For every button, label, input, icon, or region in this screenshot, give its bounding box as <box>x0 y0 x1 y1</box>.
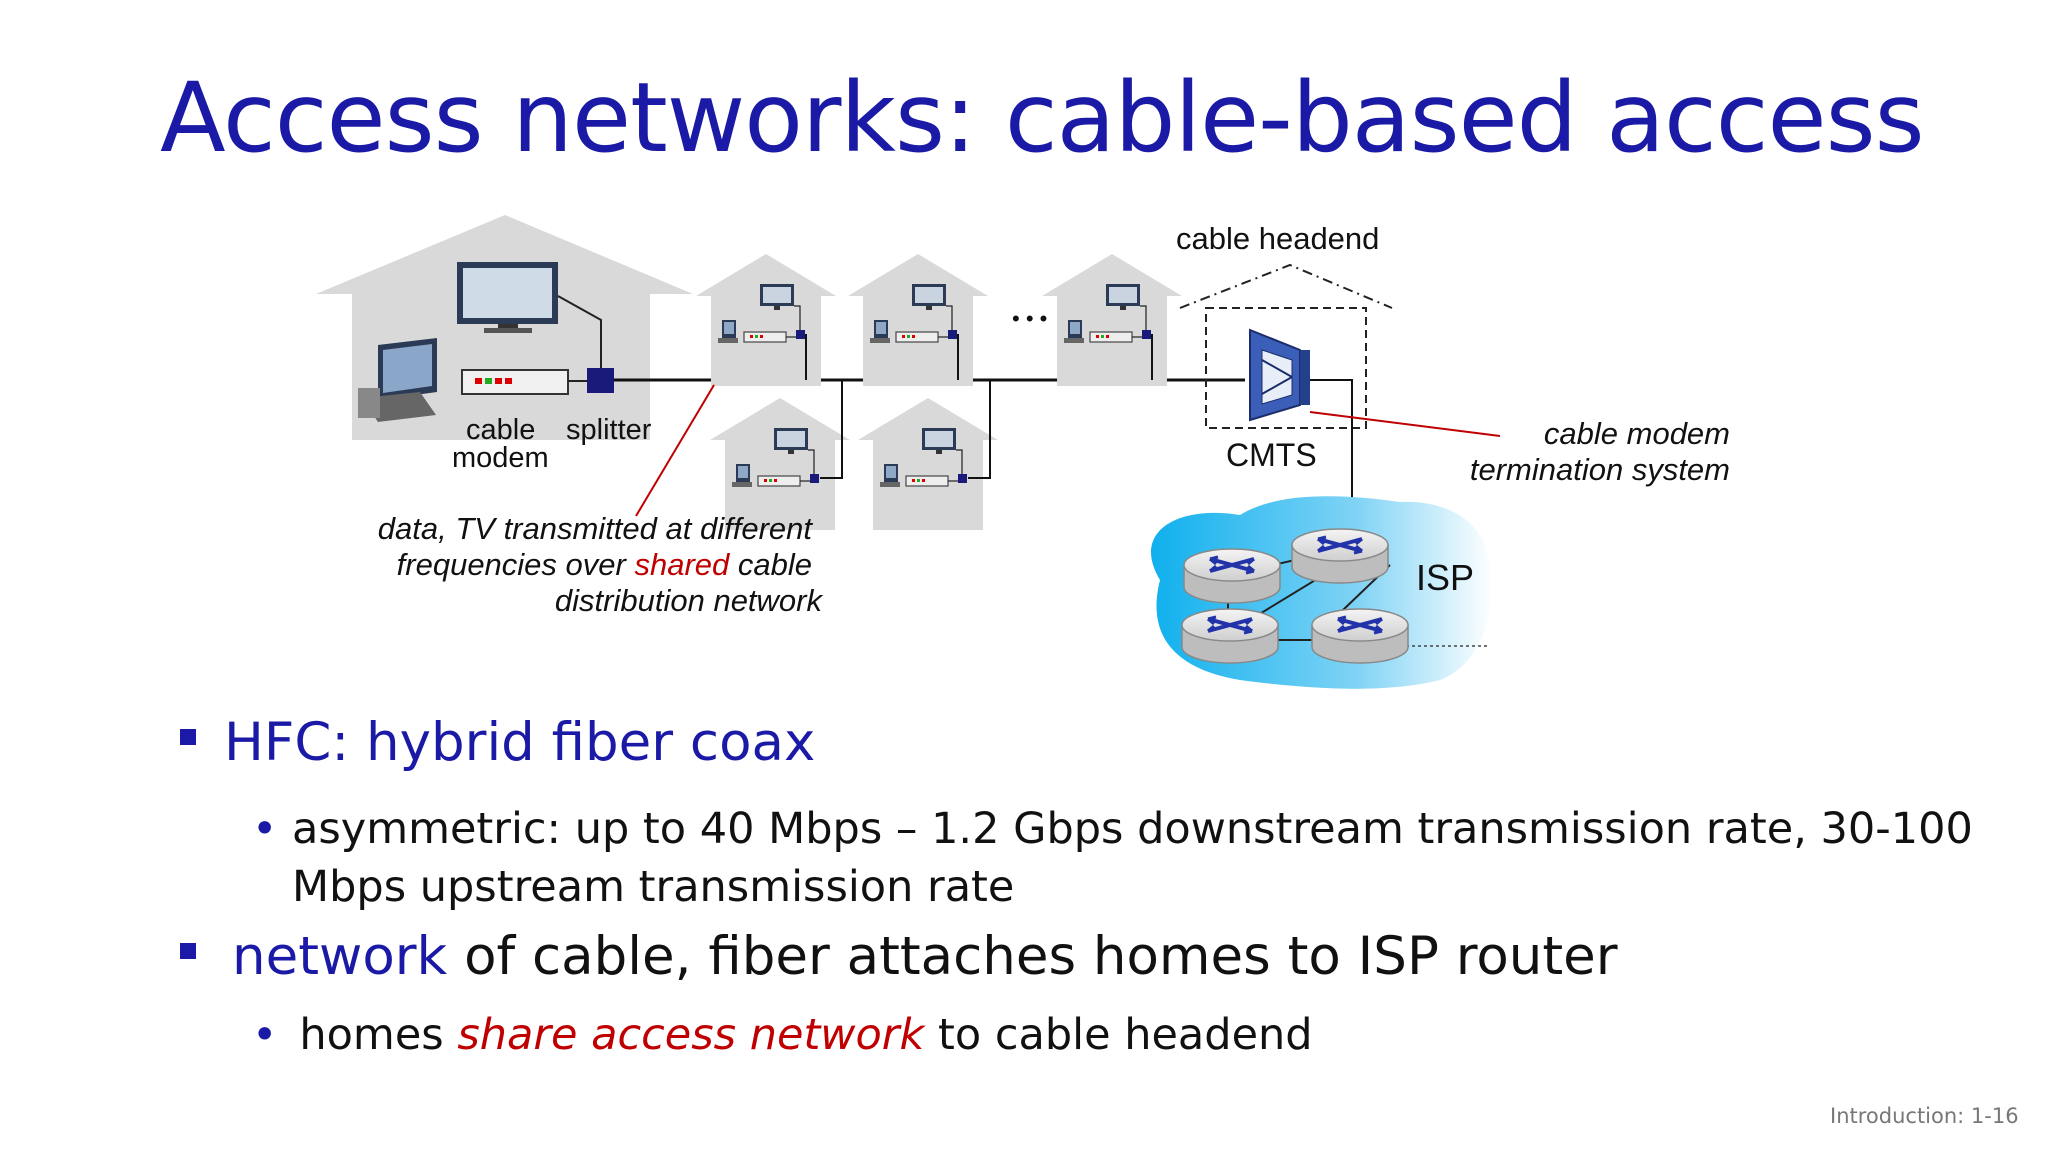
splitter-label: splitter <box>566 414 652 446</box>
cable-headend <box>1179 263 1393 429</box>
bullet-network: network of cable, fiber attaches homes t… <box>180 926 1618 987</box>
cmts-pointer-line <box>1309 411 1501 437</box>
router-icon <box>1182 547 1282 605</box>
square-bullet-icon <box>180 943 196 960</box>
bullet-homes-share: •homes share access network to cable hea… <box>252 1010 1313 1060</box>
computer-icon <box>358 338 437 422</box>
cmts-desc-line2: termination system <box>1470 452 1730 487</box>
splitter-icon <box>587 368 614 393</box>
router-icon <box>1290 527 1390 585</box>
cable-modem-icon <box>461 369 569 395</box>
router-icon <box>1310 607 1410 665</box>
note-line2: frequencies over shared cable <box>397 547 812 582</box>
more-homes-ellipsis: • • • <box>1012 306 1047 331</box>
home-bottom-2 <box>857 397 999 531</box>
home-top-1 <box>695 253 837 387</box>
dot-bullet-icon: • <box>252 804 278 854</box>
dot-bullet-icon: • <box>252 1010 278 1060</box>
cable-modem-label-line1: cable <box>466 414 535 446</box>
router-icon <box>1180 607 1280 665</box>
cmts-label: CMTS <box>1226 437 1317 473</box>
note-pointer-line <box>635 384 715 517</box>
cmts-desc-line1: cable modem <box>1544 416 1730 451</box>
isp-cloud <box>1151 496 1493 689</box>
slide-title: Access networks: cable-based access <box>160 62 1925 174</box>
slide-footer: Introduction: 1-16 <box>1830 1104 2019 1128</box>
cmts-icon <box>1249 328 1310 422</box>
isp-label: ISP <box>1416 557 1474 598</box>
tv-icon <box>457 262 558 333</box>
note-line3: distribution network <box>555 583 824 618</box>
bullet-asymmetric: • asymmetric: up to 40 Mbps – 1.2 Gbps d… <box>252 800 2042 916</box>
home-main <box>316 215 693 440</box>
home-top-2 <box>847 253 989 387</box>
cable-network-diagram: • • • cable headend cable modem splitter… <box>316 215 1730 689</box>
cable-headend-label: cable headend <box>1176 221 1379 256</box>
bullet-hfc: HFC: hybrid fiber coax <box>180 712 815 773</box>
square-bullet-icon <box>180 729 196 746</box>
home-top-3 <box>1041 253 1183 387</box>
cable-modem-label-line2: modem <box>452 442 549 474</box>
note-line1: data, TV transmitted at different <box>378 511 814 546</box>
